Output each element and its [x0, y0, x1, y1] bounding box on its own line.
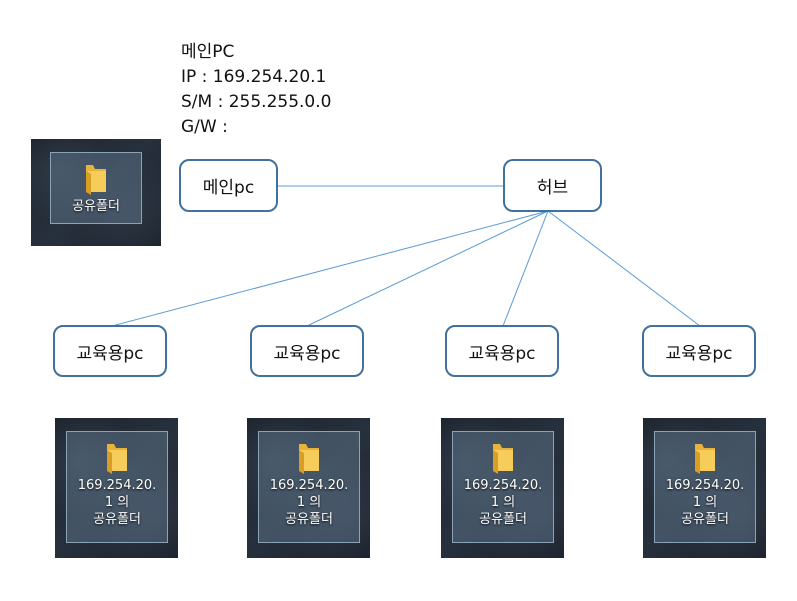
- edu-pc-node-4: 교육용pc: [642, 325, 756, 377]
- main-pc-title: 메인PC: [181, 42, 235, 62]
- edu-pc-node-2: 교육용pc: [250, 325, 364, 377]
- edu-pc-label: 교육용pc: [468, 343, 536, 364]
- edu-pc-label: 교육용pc: [273, 343, 341, 364]
- folder-icon: [493, 444, 513, 474]
- edu-pc-label: 교육용pc: [665, 343, 733, 364]
- folder-label-line-1: 169.254.20.: [463, 478, 543, 493]
- hub-node: 허브: [503, 159, 602, 212]
- folder-label-line-1: 169.254.20.: [77, 478, 157, 493]
- link-hub-to-edu-4: [547, 210, 701, 327]
- main-pc-node: 메인pc: [179, 159, 278, 212]
- edu-pc-label: 교육용pc: [76, 343, 144, 364]
- folder-icon: [86, 165, 106, 195]
- main-pc-subnet: S/M : 255.255.0.0: [181, 92, 332, 112]
- edu-shared-folder-3[interactable]: 169.254.20. 1 의 공유폴더: [452, 431, 554, 543]
- edu-shared-folder-tile-3: 169.254.20. 1 의 공유폴더: [441, 418, 564, 558]
- folder-label-line-1: 169.254.20.: [269, 478, 349, 493]
- edu-shared-folder-4[interactable]: 169.254.20. 1 의 공유폴더: [654, 431, 756, 543]
- edu-shared-folder-tile-2: 169.254.20. 1 의 공유폴더: [247, 418, 370, 558]
- main-pc-info: 메인PC IP : 169.254.20.1 S/M : 255.255.0.0…: [181, 40, 331, 140]
- folder-label-line-2: 1 의: [490, 495, 516, 510]
- folder-label: 공유폴더: [72, 199, 120, 214]
- folder-label-line-2: 1 의: [692, 495, 718, 510]
- edu-shared-folder-1[interactable]: 169.254.20. 1 의 공유폴더: [66, 431, 168, 543]
- folder-icon: [695, 444, 715, 474]
- edu-shared-folder-tile-4: 169.254.20. 1 의 공유폴더: [643, 418, 766, 558]
- folder-icon: [107, 444, 127, 474]
- folder-label-line-1: 169.254.20.: [665, 478, 745, 493]
- edu-shared-folder-2[interactable]: 169.254.20. 1 의 공유폴더: [258, 431, 360, 543]
- main-pc-label: 메인pc: [202, 178, 255, 198]
- folder-icon: [299, 444, 319, 474]
- link-hub-to-edu-1: [111, 210, 549, 327]
- edu-pc-node-3: 교육용pc: [445, 325, 559, 377]
- main-pc-ip: IP : 169.254.20.1: [181, 67, 327, 87]
- main-shared-folder-tile: 공유폴더: [31, 139, 161, 246]
- link-hub-to-edu-3: [502, 210, 549, 327]
- folder-label-line-3: 공유폴더: [681, 512, 729, 527]
- folder-label-line-3: 공유폴더: [479, 512, 527, 527]
- hub-label: 허브: [536, 178, 569, 198]
- folder-label-line-2: 1 의: [296, 495, 322, 510]
- link-hub-to-edu-2: [306, 210, 549, 327]
- edu-pc-node-1: 교육용pc: [53, 325, 167, 377]
- folder-label-line-2: 1 의: [104, 495, 130, 510]
- edu-shared-folder-tile-1: 169.254.20. 1 의 공유폴더: [55, 418, 178, 558]
- main-pc-gateway: G/W :: [181, 117, 228, 137]
- folder-label-line-3: 공유폴더: [285, 512, 333, 527]
- folder-label-line-3: 공유폴더: [93, 512, 141, 527]
- main-shared-folder[interactable]: 공유폴더: [50, 152, 142, 224]
